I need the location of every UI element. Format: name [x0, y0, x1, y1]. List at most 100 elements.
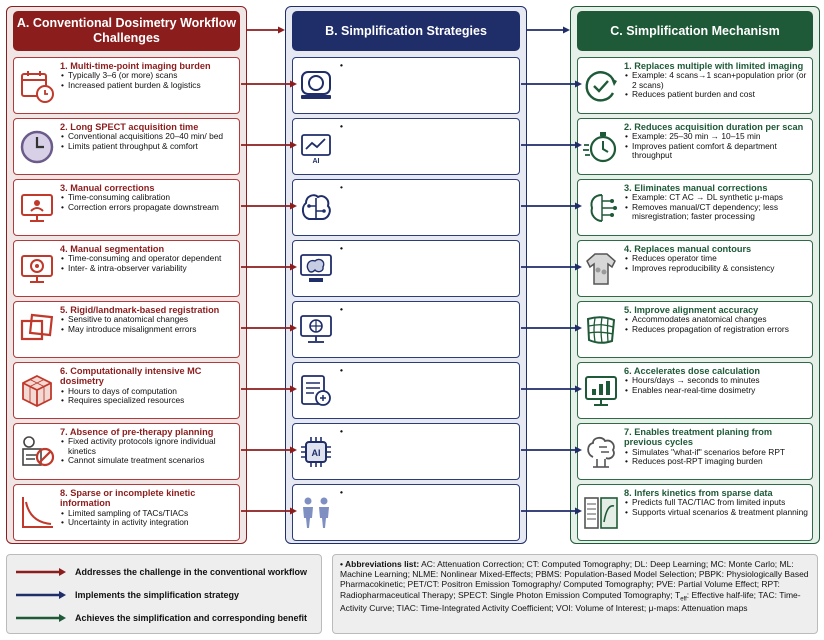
mechanism-title: 2. Reduces acquisition duration per scan	[624, 122, 804, 132]
challenge-card-1: 1. Multi-time-point imaging burdenTypica…	[13, 57, 240, 114]
challenge-bullet: Requires specialized resources	[60, 395, 236, 406]
mechanism-card-1: 1. Replaces multiple with limited imagin…	[577, 57, 813, 114]
mechanism-title: 1. Replaces multiple with limited imagin…	[624, 61, 804, 71]
decay-curve-icon	[18, 494, 56, 532]
legend-row-challenge: Addresses the challenge in the conventio…	[15, 565, 307, 579]
arrow-legend: Addresses the challenge in the conventio…	[6, 554, 322, 634]
mechanism-title: 5. Improve alignment accuracy	[624, 305, 759, 315]
mechanism-title: 4. Replaces manual contours	[624, 244, 752, 254]
strategy-card-8	[292, 484, 520, 541]
mechanisms-header: C. Simplification Mechanism	[577, 11, 813, 51]
challenge-card-7: 7. Absence of pre-therapy planningFixed …	[13, 423, 240, 480]
strategy-card-5	[292, 301, 520, 358]
header-arrow-a-to-b	[247, 26, 285, 34]
mechanism-title: 7. Enables treatment planing from previo…	[624, 427, 773, 448]
ai-timepoint-icon: AI	[297, 128, 335, 166]
challenges-header-line1: A. Conventional Dosimetry Workflow	[16, 16, 237, 30]
mechanism-bullet: Reduces patient burden and cost	[624, 89, 809, 100]
ai-brain-icon	[297, 189, 335, 227]
mechanism-bullet: Reduces post-RPT imaging burden	[624, 456, 809, 467]
mechanism-bullet: Improves patient comfort & department th…	[624, 141, 809, 161]
mechanism-title: 8. Infers kinetics from sparse data	[624, 488, 773, 498]
strategy-card-3	[292, 179, 520, 236]
warped-grid-icon	[582, 311, 620, 349]
strategies-column: B. Simplification Strategies AI AI	[285, 6, 527, 544]
stopwatch-icon	[582, 128, 620, 166]
mechanism-bullet: Supports virtual scenarios & treatment p…	[624, 507, 809, 518]
mechanism-bullet: Reduces propagation of registration erro…	[624, 324, 809, 335]
challenge-title: 3. Manual corrections	[60, 183, 155, 193]
challenges-header-line2: Challenges	[93, 31, 160, 45]
auto-segmentation-icon	[297, 250, 335, 288]
challenge-title: 7. Absence of pre-therapy planning	[60, 427, 214, 437]
strategy-card-6	[292, 362, 520, 419]
challenge-bullet: Inter- & intra-observer variability	[60, 263, 236, 274]
legend-row-strategy: Implements the simplification strategy	[15, 588, 239, 602]
abbreviations-text-2: : Effective half-life; TAC: Time-Activit…	[340, 589, 801, 614]
challenge-bullet: Time-consuming and operator dependent	[60, 253, 236, 264]
overlap-squares-icon	[18, 311, 56, 349]
mechanism-card-5: 5. Improve alignment accuracyAccommodate…	[577, 301, 813, 358]
strategy-card-7: AI	[292, 423, 520, 480]
planning-brain-icon	[582, 433, 620, 471]
header-arrow-b-to-c	[527, 26, 570, 34]
mechanisms-column: C. Simplification Mechanism 1. Replaces …	[570, 6, 820, 544]
mechanism-card-8: 8. Infers kinetics from sparse dataPredi…	[577, 484, 813, 541]
challenge-bullet: Sensitive to anatomical changes	[60, 314, 236, 325]
svg-text:AI: AI	[313, 158, 320, 165]
challenge-title: 2. Long SPECT acquisition time	[60, 122, 199, 132]
mechanism-bullet: Improves reproducibility & consistency	[624, 263, 809, 274]
mechanisms-header-title: C. Simplification Mechanism	[610, 23, 780, 38]
challenge-bullet: Fixed activity protocols ignore individu…	[60, 437, 236, 456]
challenge-bullet: Hours to days of computation	[60, 386, 236, 397]
clock-icon	[18, 128, 56, 166]
mechanism-bullet: Hours/days → seconds to minutes	[624, 375, 809, 386]
abbreviations-box: • Abbreviations list: AC: Attenuation Co…	[332, 554, 818, 634]
spect-scanner-icon	[297, 67, 335, 105]
mechanism-bullet: Reduces operator time	[624, 253, 809, 264]
circuit-brain-icon	[582, 189, 620, 227]
challenge-bullet: Limits patient throughput & comfort	[60, 141, 236, 152]
challenge-title: 5. Rigid/landmark-based registration	[60, 305, 220, 315]
challenge-card-5: 5. Rigid/landmark-based registrationSens…	[13, 301, 240, 358]
mechanism-card-2: 2. Reduces acquisition duration per scan…	[577, 118, 813, 175]
challenge-card-3: 3. Manual correctionsTime-consuming cali…	[13, 179, 240, 236]
mechanism-card-7: 7. Enables treatment planing from previo…	[577, 423, 813, 480]
challenge-title: 6. Computationally intensive MC dosimetr…	[60, 366, 202, 387]
challenge-bullet: Cannot simulate treatment scenarios	[60, 455, 236, 466]
challenge-card-2: 2. Long SPECT acquisition timeConvention…	[13, 118, 240, 175]
mechanism-bullet: Removes manual/CT dependency; less misre…	[624, 202, 809, 222]
svg-text:AI: AI	[312, 448, 321, 458]
challenge-title: 4. Manual segmentation	[60, 244, 165, 254]
abbreviations-text-1: AC: Attenuation Correction; CT: Computed…	[340, 559, 809, 600]
strategy-card-2: AI	[292, 118, 520, 175]
mechanism-bullet: Accommodates anatomical changes	[624, 314, 809, 325]
legend-label-mechanism: Achieves the simplification and correspo…	[75, 613, 308, 623]
challenge-title: 8. Sparse or incomplete kinetic informat…	[60, 488, 196, 509]
ai-chip-icon: AI	[297, 433, 335, 471]
legend-arrow-mechanism-icon	[16, 614, 66, 622]
challenge-bullet: Conventional acquisitions 20–40 min/ bed	[60, 131, 236, 142]
challenge-bullet: May introduce misalignment errors	[60, 324, 236, 335]
mechanism-bullet: Example: 4 scans→1 scan+population prior…	[624, 71, 809, 90]
challenge-title: 1. Multi-time-point imaging burden	[60, 61, 211, 71]
abbreviations-teff-sub: eff	[680, 596, 687, 603]
strategies-header-title: B. Simplification Strategies	[325, 23, 487, 38]
digital-twin-icon	[297, 494, 335, 532]
mechanism-card-4: 4. Replaces manual contoursReduces opera…	[577, 240, 813, 297]
challenge-card-4: 4. Manual segmentationTime-consuming and…	[13, 240, 240, 297]
mechanism-card-3: 3. Eliminates manual correctionsExample:…	[577, 179, 813, 236]
segmentation-monitor-icon	[18, 250, 56, 288]
mechanism-card-6: 6. Accelerates dose calculationHours/day…	[577, 362, 813, 419]
mechanism-bullet: Example: 25–30 min → 10–15 min	[624, 131, 809, 142]
abbreviations-title: Abbreviations list:	[345, 559, 420, 569]
challenge-bullet: Typically 3–6 (or more) scans	[60, 70, 236, 81]
mechanism-bullet: Enables near-real-time dosimetry	[624, 385, 809, 396]
challenge-bullet: Correction errors propagate downstream	[60, 202, 236, 213]
voxel-cube-icon	[18, 372, 56, 410]
challenge-bullet: Limited sampling of TACs/TIACs	[60, 508, 236, 519]
challenge-bullet: Uncertainty in activity integration	[60, 517, 236, 528]
no-planning-icon	[18, 433, 56, 471]
